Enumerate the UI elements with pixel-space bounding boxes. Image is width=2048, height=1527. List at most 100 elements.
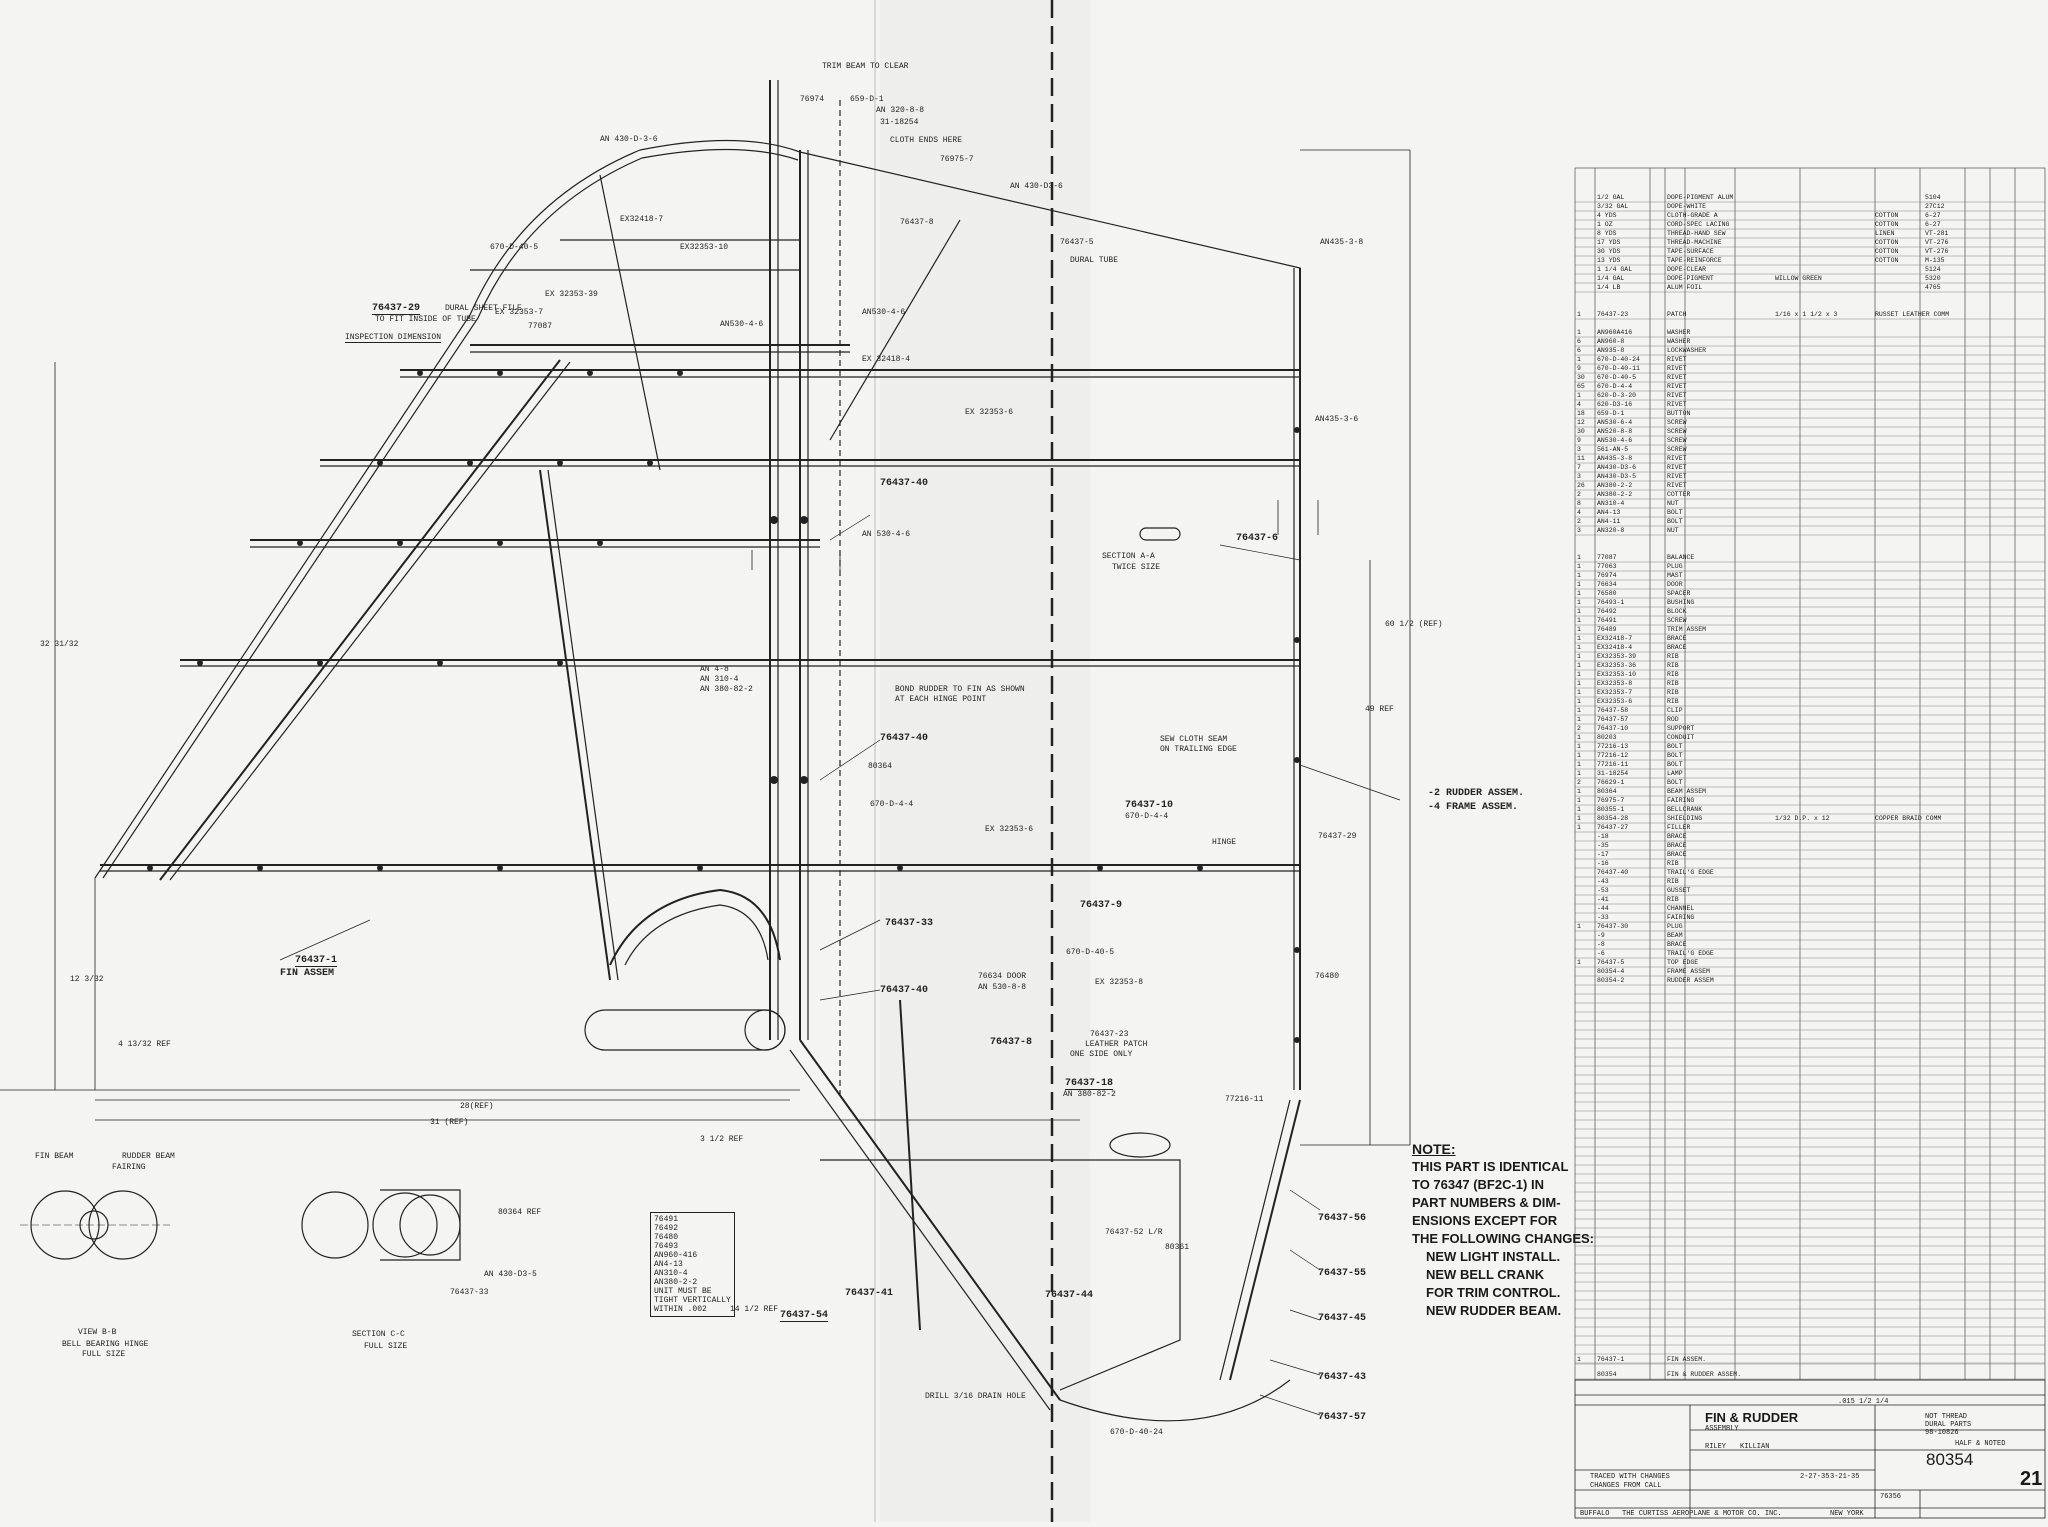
bom-cell: 76437-1 [1597,1356,1625,1363]
bom-cell: M-135 [1925,257,1945,264]
bom-cell: 4765 [1925,284,1941,291]
callout-hinge: HINGE [1212,838,1237,847]
callout-659: 659-D-1 [850,95,884,104]
bom-cell: BOLT [1667,509,1683,516]
callout-an380: AN 380-82-2 [700,685,753,694]
bom-cell: RIVET [1667,464,1687,471]
bom-cell: WASHER [1667,329,1691,336]
bom-cell: 1 [1577,788,1581,795]
bom-cell: DOPE-WHITE [1667,203,1707,210]
callout-fit-inside: TO FIT INSIDE OF TUBE [375,315,476,324]
bom-cell: 30 [1577,428,1585,435]
bom-cell: DOPE-PIGMENT [1667,275,1714,282]
bom-cell: NUT [1667,527,1679,534]
bom-cell: -6 [1597,950,1605,957]
kit-item: 76492 [654,1224,679,1233]
callout-76437-55: 76437-55 [1318,1268,1367,1279]
bom-cell: 5124 [1925,266,1941,273]
drawing-title: FIN & RUDDER [1705,1410,1799,1425]
bom-cell: TRIM ASSEM [1667,626,1707,633]
callout-trailing-edge: ON TRAILING EDGE [1160,745,1237,754]
bom-cell: RIB [1667,662,1679,669]
bom-cell: 76493-1 [1597,599,1625,606]
callout-an310-4: AN 310-4 [700,675,739,684]
callout-76437-54: 76437-54 [780,1310,829,1322]
bom-cell: 620-D-3-20 [1597,392,1637,399]
bom-cell: 1 [1577,572,1581,579]
bom-cell: 1 [1577,626,1581,633]
bom-cell: SCREW [1667,446,1687,453]
bom-cell: -17 [1597,851,1609,858]
sheet-number: 21 [2020,1468,2043,1490]
bom-cell: 1 [1577,392,1581,399]
callout-an4-8: AN 4-8 [700,665,729,674]
view-bb-scale: FULL SIZE [82,1350,126,1359]
bom-cell: AN530-4-6 [1597,437,1633,444]
drawing-number: 80354 [1926,1450,1974,1469]
bom-cell: 76975-7 [1597,797,1625,804]
bom-cell: DOPE-PIGMENT ALUM [1667,194,1734,201]
bom-cell: BLOCK [1667,608,1687,615]
bom-cell: 2 [1577,518,1581,525]
bom-cell: 26 [1577,482,1585,489]
bom-cell: AN320-8 [1597,527,1625,534]
kit-item: AN4-13 [654,1260,683,1269]
callout-76437-45: 76437-45 [1318,1313,1367,1324]
bom-cell: VT-276 [1925,248,1949,255]
bom-cell: MAST [1667,572,1683,579]
callout-ex32418-4: EX 32418-4 [862,355,911,364]
bom-cell: 5104 [1925,194,1941,201]
callout-ex32353-6b: EX 32353-6 [985,825,1034,834]
callout-670-40-5b: 670-D-40-5 [1066,948,1115,957]
bom-cell: 1 [1577,644,1581,651]
callout-an430a: AN 430-D-3-6 [600,135,658,144]
bom-cell: GUSSET [1667,887,1691,894]
tolerance: .015 1/2 1/4 [1838,1398,1889,1406]
bom-cell: 77063 [1597,563,1617,570]
callout-dural-tube: DURAL TUBE [1070,256,1119,265]
bom-cell: 3 [1577,473,1581,480]
bom-cell: 1 [1577,716,1581,723]
dim-4: 4 13/32 REF [118,1040,171,1049]
section-cc-scale: FULL SIZE [364,1342,408,1351]
bom-cell: 11 [1577,455,1585,462]
callout-76437-18: 76437-18 [1065,1078,1114,1090]
bom-cell: 1 [1577,671,1581,678]
bom-cell: 76437-10 [1597,725,1629,732]
company-name: THE CURTISS AEROPLANE & MOTOR CO. INC. [1622,1510,1782,1518]
callout-an435a: AN435-3-8 [1320,238,1364,247]
bom-cell: COPPER BRAID COMM [1875,815,1942,822]
callout-76437-56: 76437-56 [1318,1213,1367,1224]
bom-cell: COTTER [1667,491,1691,498]
bom-cell: AN435-3-8 [1597,455,1633,462]
bom-cell: 1 [1577,356,1581,363]
bom-cell: THREAD-MACHINE [1667,239,1722,246]
view-bb-fairing: FAIRING [112,1163,146,1172]
bom-cell: WASHER [1667,338,1691,345]
bom-cell: 76974 [1597,572,1617,579]
bom-cell: RIVET [1667,365,1687,372]
callout-ex32418-7: EX32418-7 [620,215,664,224]
bom-cell: -41 [1597,896,1609,903]
bom-cell: 1 [1577,743,1581,750]
change-1: TRACED WITH CHANGES [1590,1473,1670,1481]
bom-cell: 76437-40 [1597,869,1629,876]
bom-cell: 670-D-40-11 [1597,365,1640,372]
